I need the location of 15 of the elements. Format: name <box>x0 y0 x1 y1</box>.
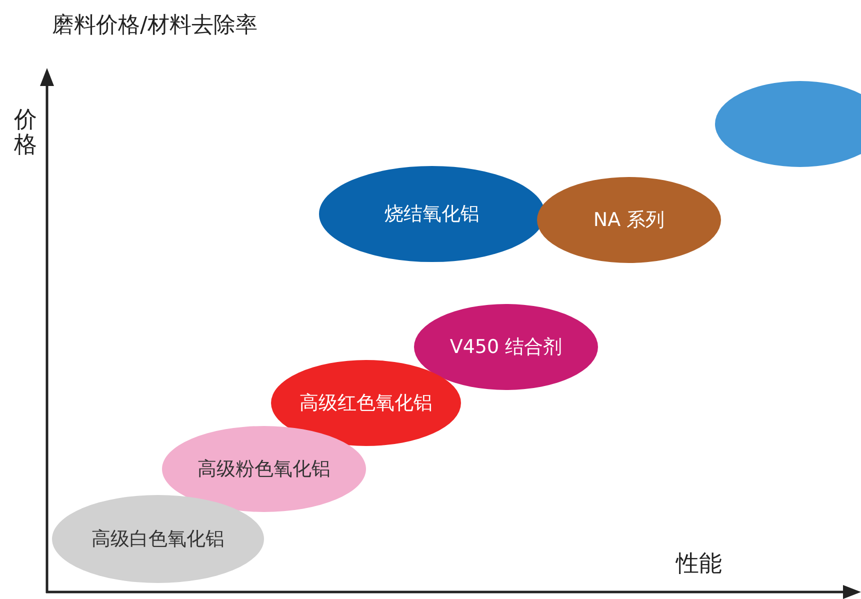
ellipse-node <box>162 426 366 512</box>
node-label: 烧结氧化铝 <box>384 202 480 227</box>
x-axis-label: 性能 <box>676 550 722 579</box>
node-label: 高级红色氧化铝 <box>300 391 432 416</box>
ellipse-node <box>537 177 721 263</box>
node-label: NA 系列 <box>593 208 665 233</box>
node-label: 高级粉色氧化铝 <box>198 457 330 482</box>
y-axis-label: 价格 <box>14 108 37 159</box>
chart-title: 磨料价格/材料去除率 <box>52 12 258 40</box>
node-label: 高级白色氧化铝 <box>92 527 224 552</box>
ellipse-node <box>414 304 598 390</box>
ellipse-node <box>271 360 461 446</box>
node-label: V450 结合剂 <box>450 335 562 360</box>
ellipse-node <box>319 166 545 262</box>
ellipse-node <box>52 495 264 583</box>
